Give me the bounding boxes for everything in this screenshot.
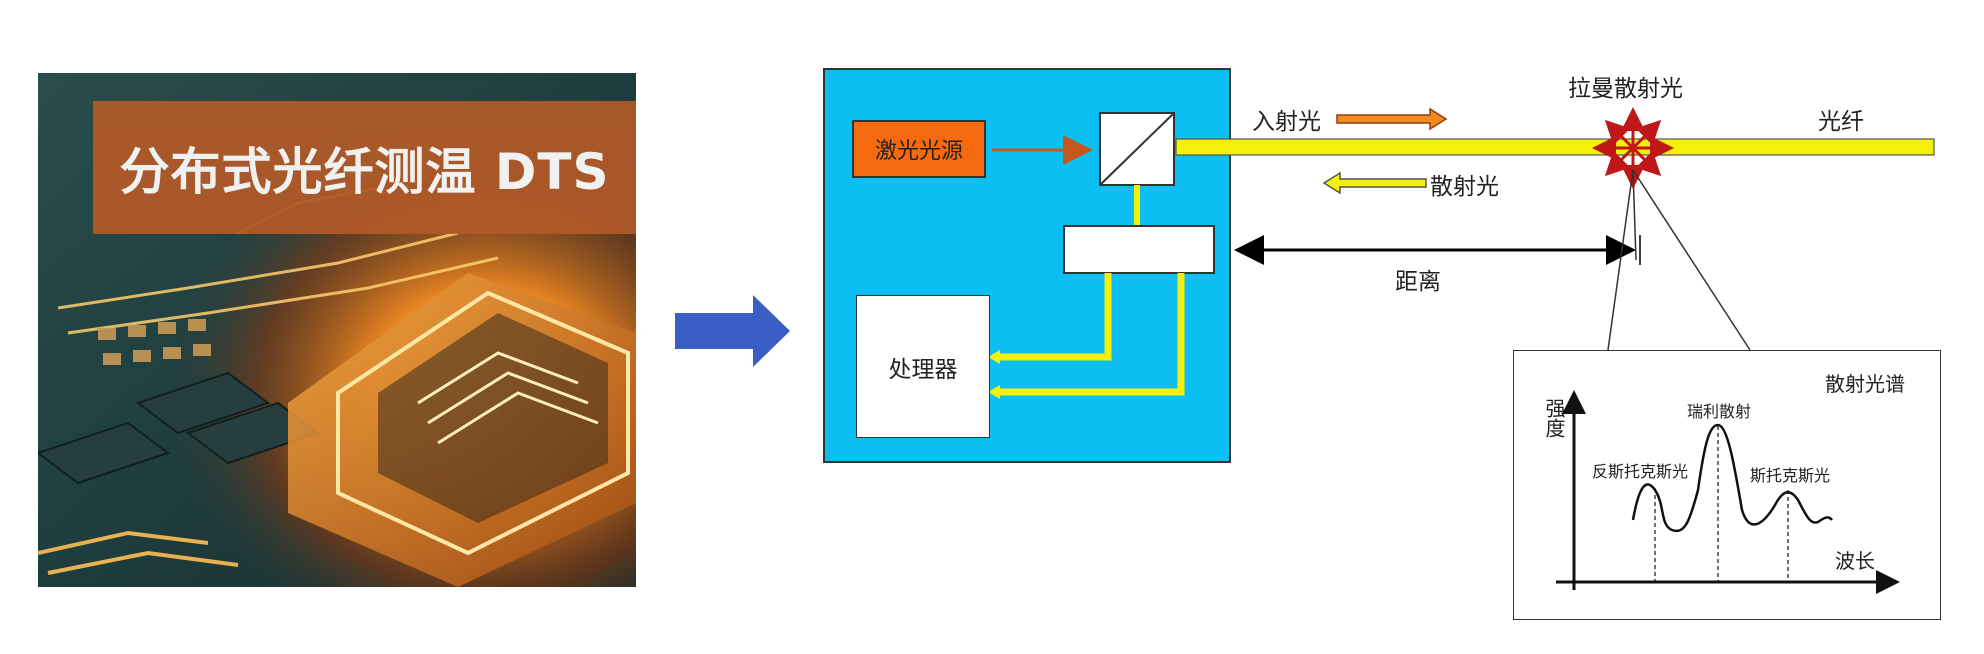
y-axis-label: 强度	[1542, 398, 1566, 438]
banner-title: 分布式光纤测温 DTS	[119, 142, 610, 201]
title-banner: 分布式光纤测温 DTS	[93, 101, 636, 234]
anti-stokes-label: 反斯托克斯光	[1592, 462, 1689, 481]
x-axis-label: 波长	[1835, 549, 1875, 573]
chip-photo: 分布式光纤测温 DTS	[38, 73, 636, 587]
incident-light-label: 入射光	[1252, 109, 1321, 135]
scattered-arrow	[1322, 171, 1427, 195]
laser-source-box: 激光光源	[852, 120, 986, 178]
spectrum-box	[1513, 350, 1941, 620]
spectrum-title: 散射光谱	[1825, 372, 1905, 396]
rayleigh-label: 瑞利散射	[1687, 402, 1752, 421]
incident-arrow	[1336, 107, 1448, 131]
right-arrow-icon	[675, 295, 790, 367]
distance-label: 距离	[1395, 269, 1441, 295]
processor-label: 处理器	[888, 356, 958, 383]
optical-fiber	[1175, 138, 1935, 156]
raman-light-label: 拉曼散射光	[1568, 76, 1683, 102]
stokes-label: 斯托克斯光	[1750, 466, 1831, 485]
detector	[1063, 225, 1215, 274]
scattered-light-label: 散射光	[1430, 174, 1499, 200]
laser-source-label: 激光光源	[874, 139, 963, 164]
processor-box: 处理器	[856, 295, 990, 438]
fiber-label: 光纤	[1818, 109, 1864, 135]
raman-scatter-point	[1592, 107, 1674, 189]
spectrum-plot	[1556, 390, 1900, 594]
